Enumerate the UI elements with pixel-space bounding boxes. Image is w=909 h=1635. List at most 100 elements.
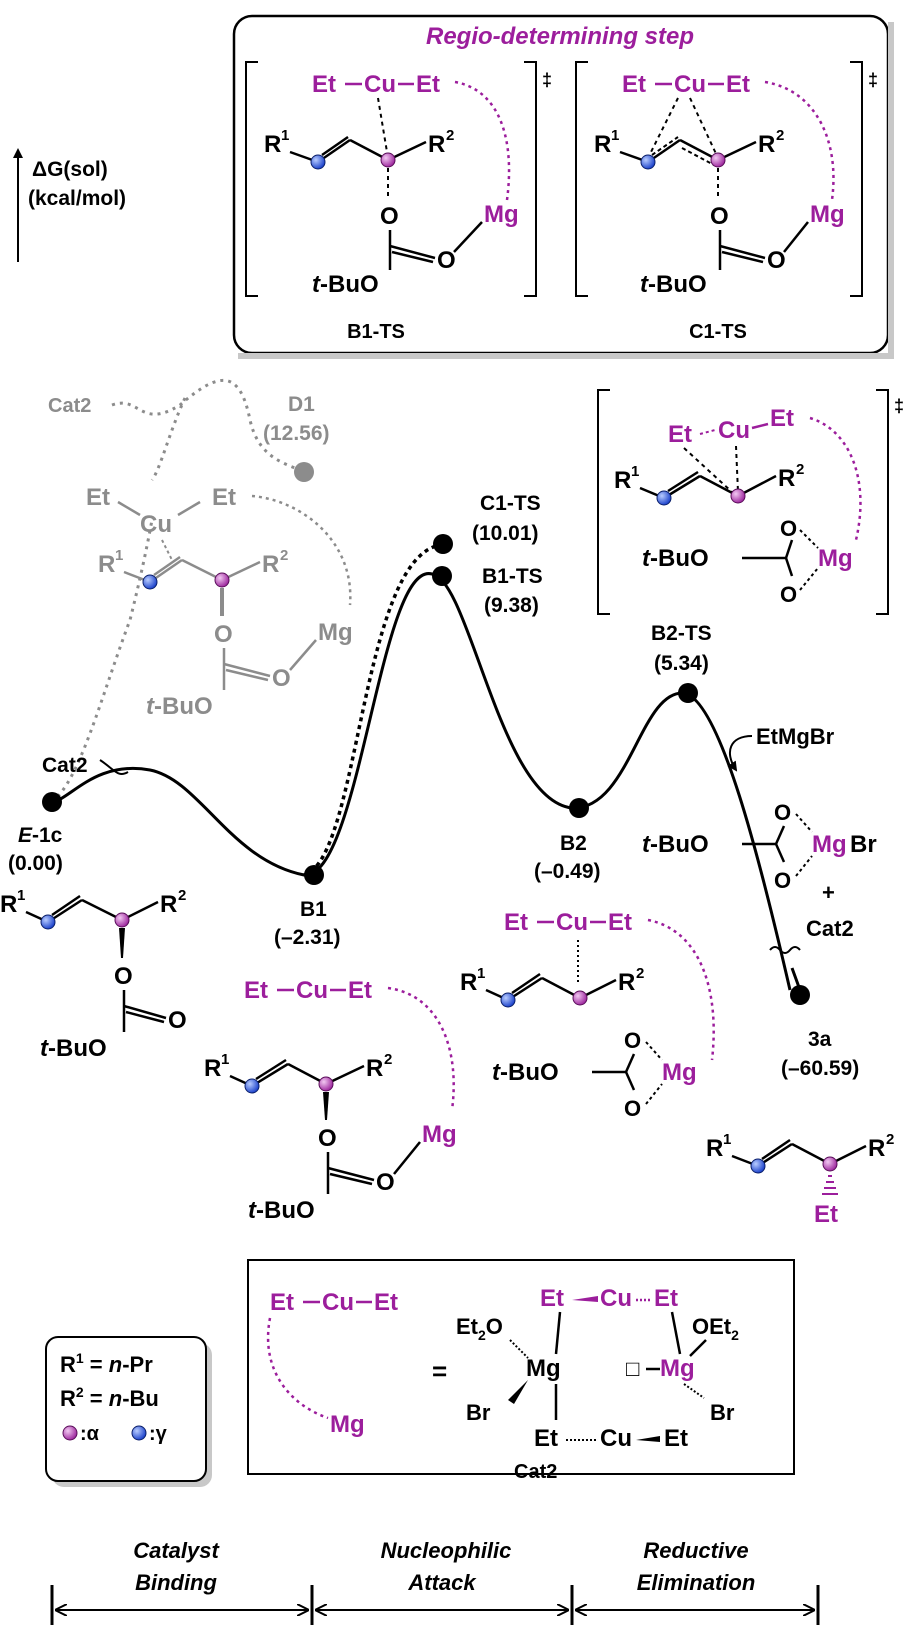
byproducts: EtMgBr t -BuO O O Mg Br + Cat2 bbox=[642, 724, 877, 941]
legend-box: R1 = n-Pr R2 = n-Bu :α :γ bbox=[45, 1336, 212, 1487]
cat2-top-label: Cat2 bbox=[48, 395, 91, 417]
svg-text:Br: Br bbox=[710, 1400, 735, 1425]
svg-text:O: O bbox=[774, 800, 791, 825]
svg-text:-BuO: -BuO bbox=[48, 1035, 107, 1062]
svg-text:Et: Et bbox=[770, 405, 794, 432]
svg-text:Mg: Mg bbox=[526, 1355, 561, 1382]
legend-r2: R bbox=[60, 1386, 76, 1411]
svg-text:2: 2 bbox=[886, 1131, 894, 1148]
phase-1-line1: Catalyst bbox=[133, 1538, 220, 1563]
svg-text:O: O bbox=[380, 203, 399, 230]
b1-ts-name: B1-TS bbox=[482, 565, 543, 588]
svg-text:O: O bbox=[318, 1125, 337, 1152]
svg-text:-BuO: -BuO bbox=[320, 271, 379, 298]
svg-text:Cu: Cu bbox=[296, 977, 328, 1004]
ts-box-frame bbox=[232, 14, 890, 355]
svg-text:Et: Et bbox=[622, 71, 646, 98]
svg-text:-BuO: -BuO bbox=[648, 271, 707, 298]
b1-ts-point bbox=[432, 566, 452, 586]
svg-text:2: 2 bbox=[776, 127, 784, 144]
svg-text:Mg: Mg bbox=[812, 831, 847, 858]
svg-text:R: R bbox=[594, 131, 611, 158]
svg-text:‡: ‡ bbox=[868, 70, 878, 90]
svg-text:t: t bbox=[492, 1059, 501, 1086]
svg-text:2: 2 bbox=[796, 461, 804, 478]
svg-text:Et: Et bbox=[312, 71, 336, 98]
svg-text:Et: Et bbox=[374, 1289, 398, 1316]
c1-ts-point bbox=[433, 534, 453, 554]
phase-2-line1: Nucleophilic bbox=[381, 1538, 512, 1563]
svg-text:Mg: Mg bbox=[484, 201, 519, 228]
b1-structure: Et Cu Et R 1 R 2 O O Mg t -BuO bbox=[204, 977, 457, 1224]
cat2-box-label: Cat2 bbox=[514, 1461, 557, 1483]
ts-box-title: Regio-determining step bbox=[426, 23, 694, 50]
svg-text:t: t bbox=[640, 271, 649, 298]
svg-text:O: O bbox=[214, 621, 233, 648]
svg-text:Et: Et bbox=[416, 71, 440, 98]
etmgbr-label: EtMgBr bbox=[756, 724, 835, 749]
svg-text:Mg: Mg bbox=[662, 1059, 697, 1086]
svg-text:Et: Et bbox=[212, 484, 236, 511]
svg-text:OEt2: OEt2 bbox=[692, 1314, 739, 1343]
svg-text:Et: Et bbox=[726, 71, 750, 98]
plus-sign: + bbox=[822, 880, 835, 905]
svg-text:O: O bbox=[710, 203, 729, 230]
svg-text:1: 1 bbox=[281, 127, 289, 144]
svg-text:-BuO: -BuO bbox=[154, 693, 213, 720]
d1-gray-curve bbox=[51, 519, 154, 804]
svg-text:R: R bbox=[262, 551, 279, 578]
svg-text:Cu: Cu bbox=[322, 1289, 354, 1316]
p3a-point bbox=[790, 985, 810, 1005]
svg-text:t: t bbox=[312, 271, 321, 298]
svg-text:R: R bbox=[204, 1055, 221, 1082]
svg-text:1: 1 bbox=[115, 547, 123, 564]
svg-text:O: O bbox=[437, 247, 456, 274]
c1-ts-value: (10.01) bbox=[472, 522, 539, 545]
svg-text:1: 1 bbox=[477, 965, 485, 982]
svg-text:2: 2 bbox=[280, 547, 288, 564]
ts-box-shadow bbox=[238, 353, 892, 359]
svg-text:Et: Et bbox=[540, 1285, 564, 1312]
svg-text:R: R bbox=[98, 551, 115, 578]
svg-text:Cu: Cu bbox=[600, 1425, 632, 1452]
legend-r1: R bbox=[60, 1352, 76, 1377]
svg-text:R2 = n-Bu: R2 = n-Bu bbox=[60, 1384, 159, 1411]
d1-branch: Cat2 D1 (12.56) Et Cu Et R 1 R 2 O O Mg … bbox=[48, 379, 353, 720]
svg-text:R: R bbox=[868, 1135, 885, 1162]
svg-text:O: O bbox=[114, 963, 133, 990]
phase-3-line2: Elimination bbox=[637, 1570, 756, 1595]
phase-1-line2: Binding bbox=[135, 1570, 217, 1595]
cat2-box-frame bbox=[247, 1259, 795, 1475]
svg-text:R: R bbox=[0, 891, 17, 918]
b2-value: (–0.49) bbox=[534, 860, 601, 883]
point-labels: Cat2 E -1c (0.00) B1 (–2.31) C1-TS (10.0… bbox=[8, 492, 859, 1080]
svg-text:Mg: Mg bbox=[422, 1121, 457, 1148]
b2-ts-structure: ‡ Et Cu Et R 1 R 2 t -BuO O O Mg bbox=[597, 389, 904, 615]
legend-alpha: :α bbox=[80, 1423, 100, 1445]
svg-text:1: 1 bbox=[221, 1051, 229, 1068]
svg-text:O: O bbox=[624, 1096, 641, 1121]
svg-text:Et: Et bbox=[86, 484, 110, 511]
svg-text:R: R bbox=[264, 131, 281, 158]
svg-text:O: O bbox=[376, 1169, 395, 1196]
regio-ts-box: Regio-determining step ‡ Et Cu Et R 1 R … bbox=[232, 14, 894, 359]
svg-text:Et: Et bbox=[270, 1289, 294, 1316]
svg-text:Br: Br bbox=[466, 1400, 491, 1425]
c1-ts-name: C1-TS bbox=[480, 492, 541, 515]
b1-ts-label: B1-TS bbox=[347, 321, 405, 343]
svg-text:Mg: Mg bbox=[330, 1411, 365, 1438]
d1-name: D1 bbox=[288, 393, 315, 416]
svg-text:O: O bbox=[780, 516, 797, 541]
svg-text:R: R bbox=[460, 969, 477, 996]
svg-text:R: R bbox=[618, 969, 635, 996]
c1-ts-dashed-curve bbox=[303, 543, 441, 877]
axis-label-line1: ΔG(sol) bbox=[32, 158, 108, 181]
svg-text:R: R bbox=[366, 1055, 383, 1082]
y-axis: ΔG(sol) (kcal/mol) bbox=[13, 148, 126, 262]
b2-ts-name: B2-TS bbox=[651, 622, 712, 645]
phase-3-line1: Reductive bbox=[643, 1538, 748, 1563]
svg-text:Cu: Cu bbox=[600, 1285, 632, 1312]
e1c-value: (0.00) bbox=[8, 852, 63, 875]
svg-text:R: R bbox=[758, 131, 775, 158]
